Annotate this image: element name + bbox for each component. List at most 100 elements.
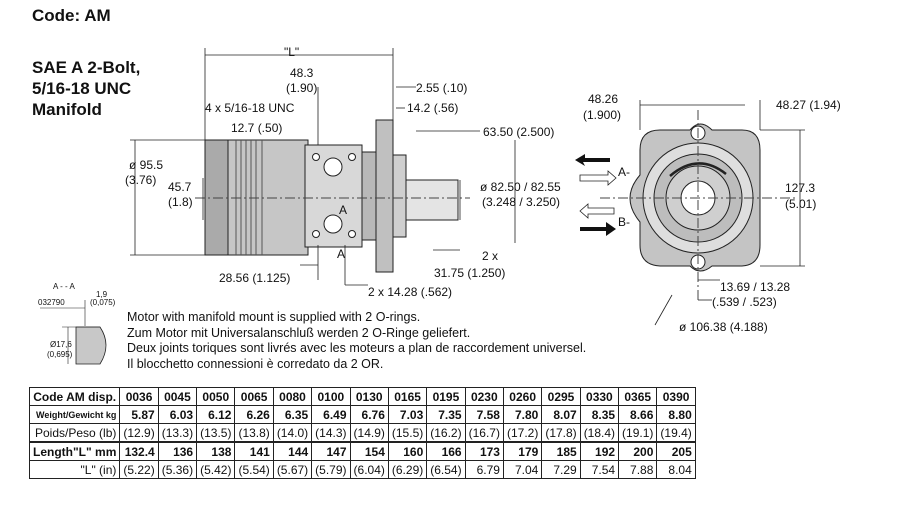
length-in-cell: (5.54)	[234, 460, 274, 479]
code-cell: 0130	[349, 387, 389, 406]
length-in-cell: 7.88	[618, 460, 658, 479]
dim-L: "L"	[284, 45, 299, 59]
dim-12-7: 12.7 (.50)	[231, 121, 282, 135]
weight-lb-cell: (12.9)	[119, 423, 159, 443]
length-in-cell: 7.04	[502, 460, 543, 479]
code-cell: 0100	[311, 387, 351, 406]
length-mm-cell: 154	[349, 441, 389, 461]
dim-539: (.539 / .523)	[712, 295, 777, 309]
length-mm-cell: 179	[502, 441, 543, 461]
length-mm-cell: 185	[541, 441, 581, 461]
dim-dia-82: ø 82.50 / 82.55	[480, 180, 561, 194]
length-mm-cell: 200	[618, 441, 658, 461]
weight-kg-cell: 6.12	[196, 405, 236, 424]
note-line-en: Motor with manifold mount is supplied wi…	[127, 310, 421, 324]
length-mm-cell: 166	[426, 441, 466, 461]
dim-2-55: 2.55 (.10)	[416, 81, 467, 95]
code-cell: 0045	[157, 387, 198, 406]
weight-kg-cell: 7.58	[464, 405, 504, 424]
o-ring-note: Motor with manifold mount is supplied wi…	[127, 310, 586, 372]
port-b-label: B-	[618, 215, 630, 229]
dim-unc: 4 x 5/16-18 UNC	[205, 101, 295, 115]
weight-lb-cell: (17.2)	[502, 423, 543, 443]
dim-28-56: 28.56 (1.125)	[219, 271, 290, 285]
length-mm-cell: 192	[579, 441, 620, 461]
weight-kg-label: Weight/Gewicht kg	[28, 405, 121, 424]
section-dim-1-9: 1,9	[96, 290, 108, 299]
weight-kg-cell: 8.66	[618, 405, 658, 424]
motor-side-view	[204, 119, 459, 273]
code-title: Code: AM	[32, 6, 111, 25]
port-a-label: A-	[618, 165, 630, 179]
weight-kg-cell: 8.35	[579, 405, 620, 424]
mount-subtitle: SAE A 2-Bolt, 5/16-18 UNC Manifold	[32, 57, 140, 120]
code-cell: 0195	[426, 387, 466, 406]
weight-lb-cell: (15.5)	[387, 423, 428, 443]
port-arrows	[575, 154, 617, 236]
subtitle-line-1: SAE A 2-Bolt,	[32, 58, 141, 77]
dim-48-3: 48.3	[290, 66, 314, 80]
section-marker-a-bottom: A	[337, 247, 345, 261]
code-cell: 0260	[502, 387, 543, 406]
table-row-length-in: "L" (in) (5.22)(5.36)(5.42)(5.54)(5.67)(…	[28, 460, 696, 479]
note-line-it: Il blocchetto connessioni è corredato da…	[127, 356, 384, 371]
length-in-cell: (5.36)	[157, 460, 198, 479]
codes-header: Code AM disp.	[28, 387, 121, 406]
weight-lb-cell: (14.9)	[349, 423, 389, 443]
length-in-cell: (5.42)	[196, 460, 236, 479]
dim-3-76: (3.76)	[125, 173, 156, 187]
subtitle-line-2: 5/16-18 UNC	[32, 79, 132, 98]
dim-14-2: 14.2 (.56)	[407, 101, 458, 115]
length-mm-cell: 136	[157, 441, 198, 461]
code-cell: 0295	[541, 387, 581, 406]
section-dim-0-695: (0,695)	[47, 350, 73, 359]
code-cell: 0036	[119, 387, 159, 406]
weight-kg-cell: 8.07	[541, 405, 581, 424]
dim-14-28: 2 x 14.28 (.562)	[368, 285, 452, 299]
section-dim-0-075: (0,075)	[90, 298, 116, 307]
code-cell: 0230	[464, 387, 504, 406]
weight-kg-cell: 6.49	[311, 405, 351, 424]
weight-lb-cell: (13.3)	[157, 423, 198, 443]
length-mm-cell: 141	[234, 441, 274, 461]
dim-31-75: 31.75 (1.250)	[434, 266, 505, 280]
length-in-cell: (5.22)	[119, 460, 159, 479]
length-mm-cell: 205	[656, 441, 696, 461]
table-row-weight-lb: Poids/Peso (lb) (12.9)(13.3)(13.5)(13.8)…	[28, 423, 696, 443]
length-mm-label: Length"L" mm	[28, 441, 121, 461]
weight-kg-cell: 5.87	[119, 405, 159, 424]
weight-lb-label: Poids/Peso (lb)	[28, 423, 121, 443]
section-marker-a-top: A	[339, 203, 347, 217]
code-cell: 0330	[579, 387, 620, 406]
weight-kg-cell: 7.35	[426, 405, 466, 424]
code-cell: 0080	[272, 387, 313, 406]
dim-dia-106: ø 106.38 (4.188)	[679, 320, 768, 334]
dim-48-26: 48.26	[588, 92, 618, 106]
weight-lb-cell: (17.8)	[541, 423, 581, 443]
length-in-cell: 7.54	[579, 460, 620, 479]
length-mm-cell: 173	[464, 441, 504, 461]
section-dim-032790: 032790	[38, 298, 65, 307]
weight-kg-cell: 6.03	[157, 405, 198, 424]
dim-1-90: (1.90)	[286, 81, 317, 95]
code-cell: 0165	[387, 387, 428, 406]
note-line-de: Zum Motor mit Universalanschluß werden 2…	[127, 325, 471, 340]
dim-45-7: 45.7	[168, 180, 192, 194]
dim-13-69: 13.69 / 13.28	[720, 280, 790, 294]
length-in-cell: 7.29	[541, 460, 581, 479]
length-mm-cell: 144	[272, 441, 313, 461]
note-line-fr: Deux joints toriques sont livrés avec le…	[127, 341, 587, 355]
weight-lb-cell: (14.0)	[272, 423, 313, 443]
weight-kg-cell: 6.76	[349, 405, 389, 424]
length-in-cell: (6.54)	[426, 460, 466, 479]
weight-kg-cell: 6.35	[272, 405, 313, 424]
weight-kg-cell: 6.26	[234, 405, 274, 424]
front-dimension-labels: 48.26 (1.900) 48.27 (1.94) A- B- 127.3 (…	[583, 92, 841, 334]
weight-lb-cell: (19.4)	[656, 423, 696, 443]
side-dimension-lines	[130, 48, 516, 286]
length-in-cell: 8.04	[656, 460, 696, 479]
weight-kg-cell: 7.03	[387, 405, 428, 424]
weight-kg-cell: 8.80	[656, 405, 696, 424]
